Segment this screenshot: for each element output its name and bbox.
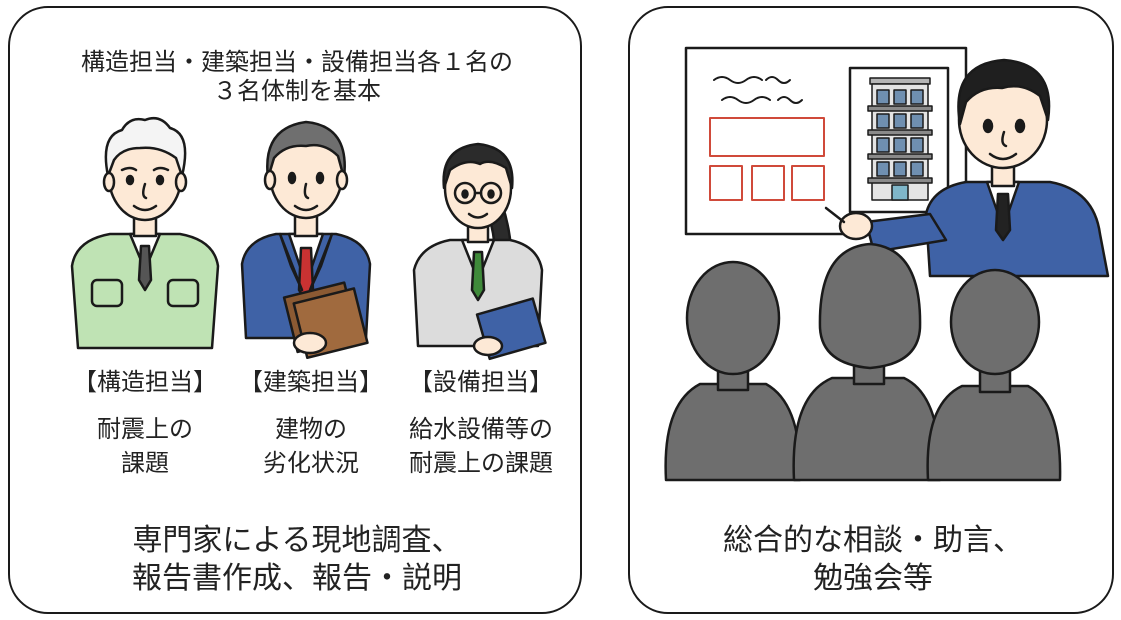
expert-team-illustration [70, 117, 547, 361]
building-icon [867, 77, 933, 201]
footer-line: 報告書作成、報告・説明 [132, 561, 462, 596]
expert-survey-panel: 構造担当・建築担当・設備担当各１名の ３名体制を基本 【構造担当】 【建築担当】… [8, 6, 582, 614]
structural-engineer-icon [70, 117, 220, 350]
footer-line: 勉強会等 [813, 561, 933, 596]
role-label-structural: 【構造担当】 [73, 368, 217, 396]
presenter-icon [824, 58, 1110, 278]
header-line: ３名体制を基本 [213, 76, 381, 105]
consultation-panel: 総合的な相談・助言、 勉強会等 [628, 6, 1114, 614]
role-label-architectural: 【建築担当】 [239, 368, 383, 396]
desc-line: 劣化状況 [263, 449, 359, 477]
desc-line: 建物の [275, 415, 347, 443]
desc-line: 給水設備等の [409, 415, 553, 443]
header-line: 構造担当・建築担当・設備担当各１名の [81, 48, 513, 76]
survey-footer: 専門家による現地調査、 報告書作成、報告・説明 [10, 522, 584, 598]
role-desc-architectural: 建物の 劣化状況 [221, 412, 401, 480]
consultation-footer: 総合的な相談・助言、 勉強会等 [630, 522, 1116, 598]
desc-line: 耐震上の [97, 415, 193, 443]
footer-line: 総合的な相談・助言、 [723, 523, 1023, 558]
audience-icon [664, 242, 1062, 482]
architect-icon [240, 120, 372, 360]
equipment-engineer-icon [412, 142, 547, 361]
role-desc-structural: 耐震上の 課題 [55, 412, 235, 480]
role-label-equipment: 【設備担当】 [409, 368, 553, 396]
role-desc-equipment: 給水設備等の 耐震上の課題 [391, 412, 571, 480]
team-composition-header: 構造担当・建築担当・設備担当各１名の ３名体制を基本 [10, 48, 584, 106]
consultation-illustration [664, 46, 1110, 482]
footer-line: 専門家による現地調査、 [132, 523, 462, 558]
desc-line: 耐震上の課題 [409, 449, 553, 477]
desc-line: 課題 [121, 449, 169, 477]
